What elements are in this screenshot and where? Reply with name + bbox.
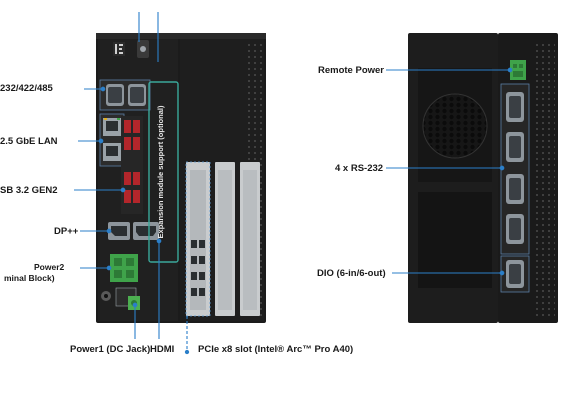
label-serial-port: 232/422/485	[0, 83, 53, 94]
pcie-slot-brackets	[185, 161, 260, 317]
label-lan: 2.5 GbE LAN	[0, 136, 58, 147]
rs232-ports-icon	[500, 83, 530, 255]
rear-plate	[418, 192, 492, 288]
remote-power-connector-icon	[510, 60, 526, 80]
label-power2: Power2	[34, 262, 65, 272]
terminal-block-icon	[110, 254, 138, 282]
label-pcie: PCIe x8 slot (Intel® Arc™ Pro A40)	[198, 344, 354, 355]
displayport-icon	[108, 222, 130, 240]
fan-vent-icon	[418, 68, 492, 182]
label-dio: DIO (6-in/6-out)	[317, 268, 386, 279]
lan-port-icon	[99, 113, 125, 167]
label-dp: DP++	[54, 226, 79, 237]
expansion-label: Expansion module support (optional)	[156, 105, 165, 238]
label-remote-power: Remote Power	[318, 65, 384, 76]
expansion-module-outline: Expansion module support (optional)	[148, 81, 179, 263]
label-power1: Power1 (DC Jack)	[70, 344, 151, 355]
label-hdmi: HDMI	[150, 344, 175, 355]
power-button-icon	[137, 40, 149, 58]
callout-lines	[74, 12, 513, 355]
usb-port-icon	[121, 116, 143, 214]
dio-port-icon	[500, 255, 530, 293]
label-rs232: 4 x RS-232	[335, 163, 384, 174]
label-usb: SB 3.2 GEN2	[0, 185, 58, 196]
brand-logo-icon	[113, 42, 125, 56]
label-power2-terminal: minal Block)	[4, 273, 55, 283]
serial-port-icon	[99, 79, 151, 111]
hdmi-port-icon	[133, 222, 159, 240]
dc-jack-icon	[101, 287, 140, 310]
